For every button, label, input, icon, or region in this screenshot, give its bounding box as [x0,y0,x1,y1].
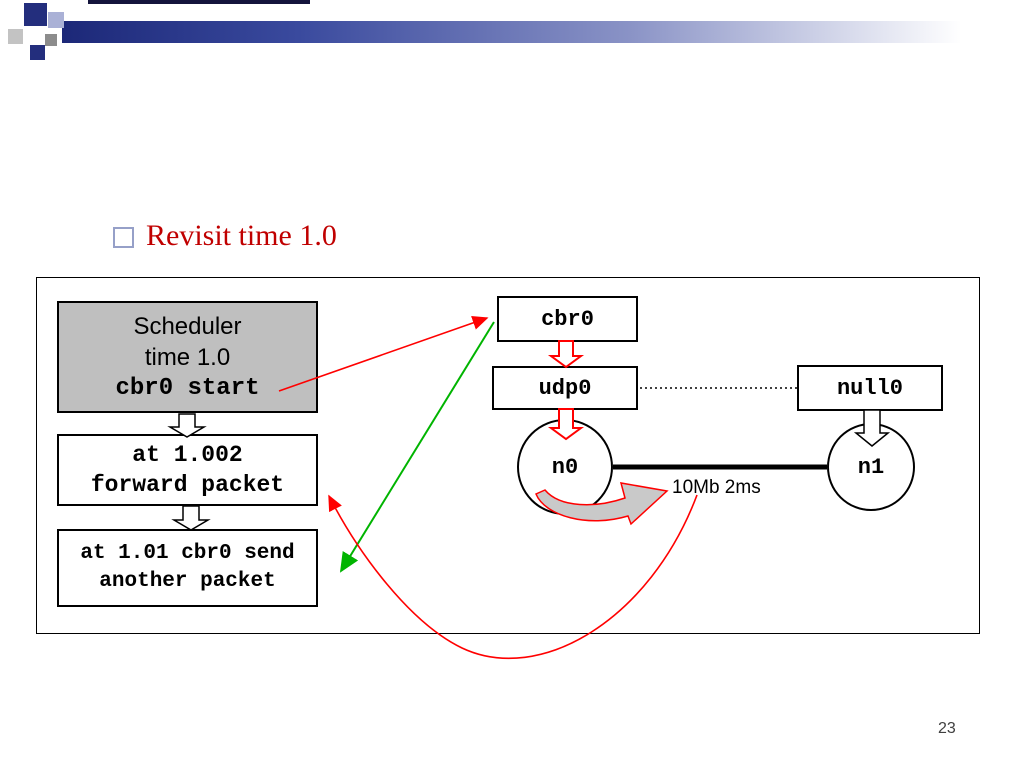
slide-title: Revisit time 1.0 [146,219,337,252]
cbr0-label: cbr0 [541,306,594,332]
n1-label: n1 [857,454,885,480]
event-box-send-another: at 1.01 cbr0 send another packet [57,529,318,607]
lavender-square-decoration [48,12,64,28]
node-circle-n1: n1 [827,423,915,511]
node-box-null0: null0 [797,365,943,411]
navy-small-square-decoration [30,45,45,60]
udp0-label: udp0 [538,375,592,401]
null0-label: null0 [836,375,903,401]
scheduler-line3: cbr0 start [115,374,260,402]
top-line-decoration [88,0,310,4]
event1-line1: at 1.002 [132,442,243,468]
scheduler-line2: time 1.0 [144,343,231,371]
node-box-udp0: udp0 [492,366,638,410]
event1-line2: forward packet [90,472,285,498]
silver-square-decoration [8,29,23,44]
event-box-forward-packet: at 1.002 forward packet [57,434,318,506]
n0-label: n0 [551,454,579,480]
node-circle-n0: n0 [517,419,613,515]
page-number: 23 [938,720,956,737]
bullet-square-icon [113,227,134,248]
scheduler-line1: Scheduler [133,312,242,340]
link-bandwidth-label: 10Mb 2ms [672,477,761,498]
event2-line2: another packet [99,570,276,593]
node-box-cbr0: cbr0 [497,296,638,342]
slide-title-row: Revisit time 1.0 [113,219,337,253]
gray-square-decoration [45,34,57,46]
gradient-bar-decoration [62,21,1009,43]
event2-line1: at 1.01 cbr0 send [80,542,295,565]
scheduler-box: Scheduler time 1.0 cbr0 start [57,301,318,413]
navy-square-decoration [24,3,47,26]
